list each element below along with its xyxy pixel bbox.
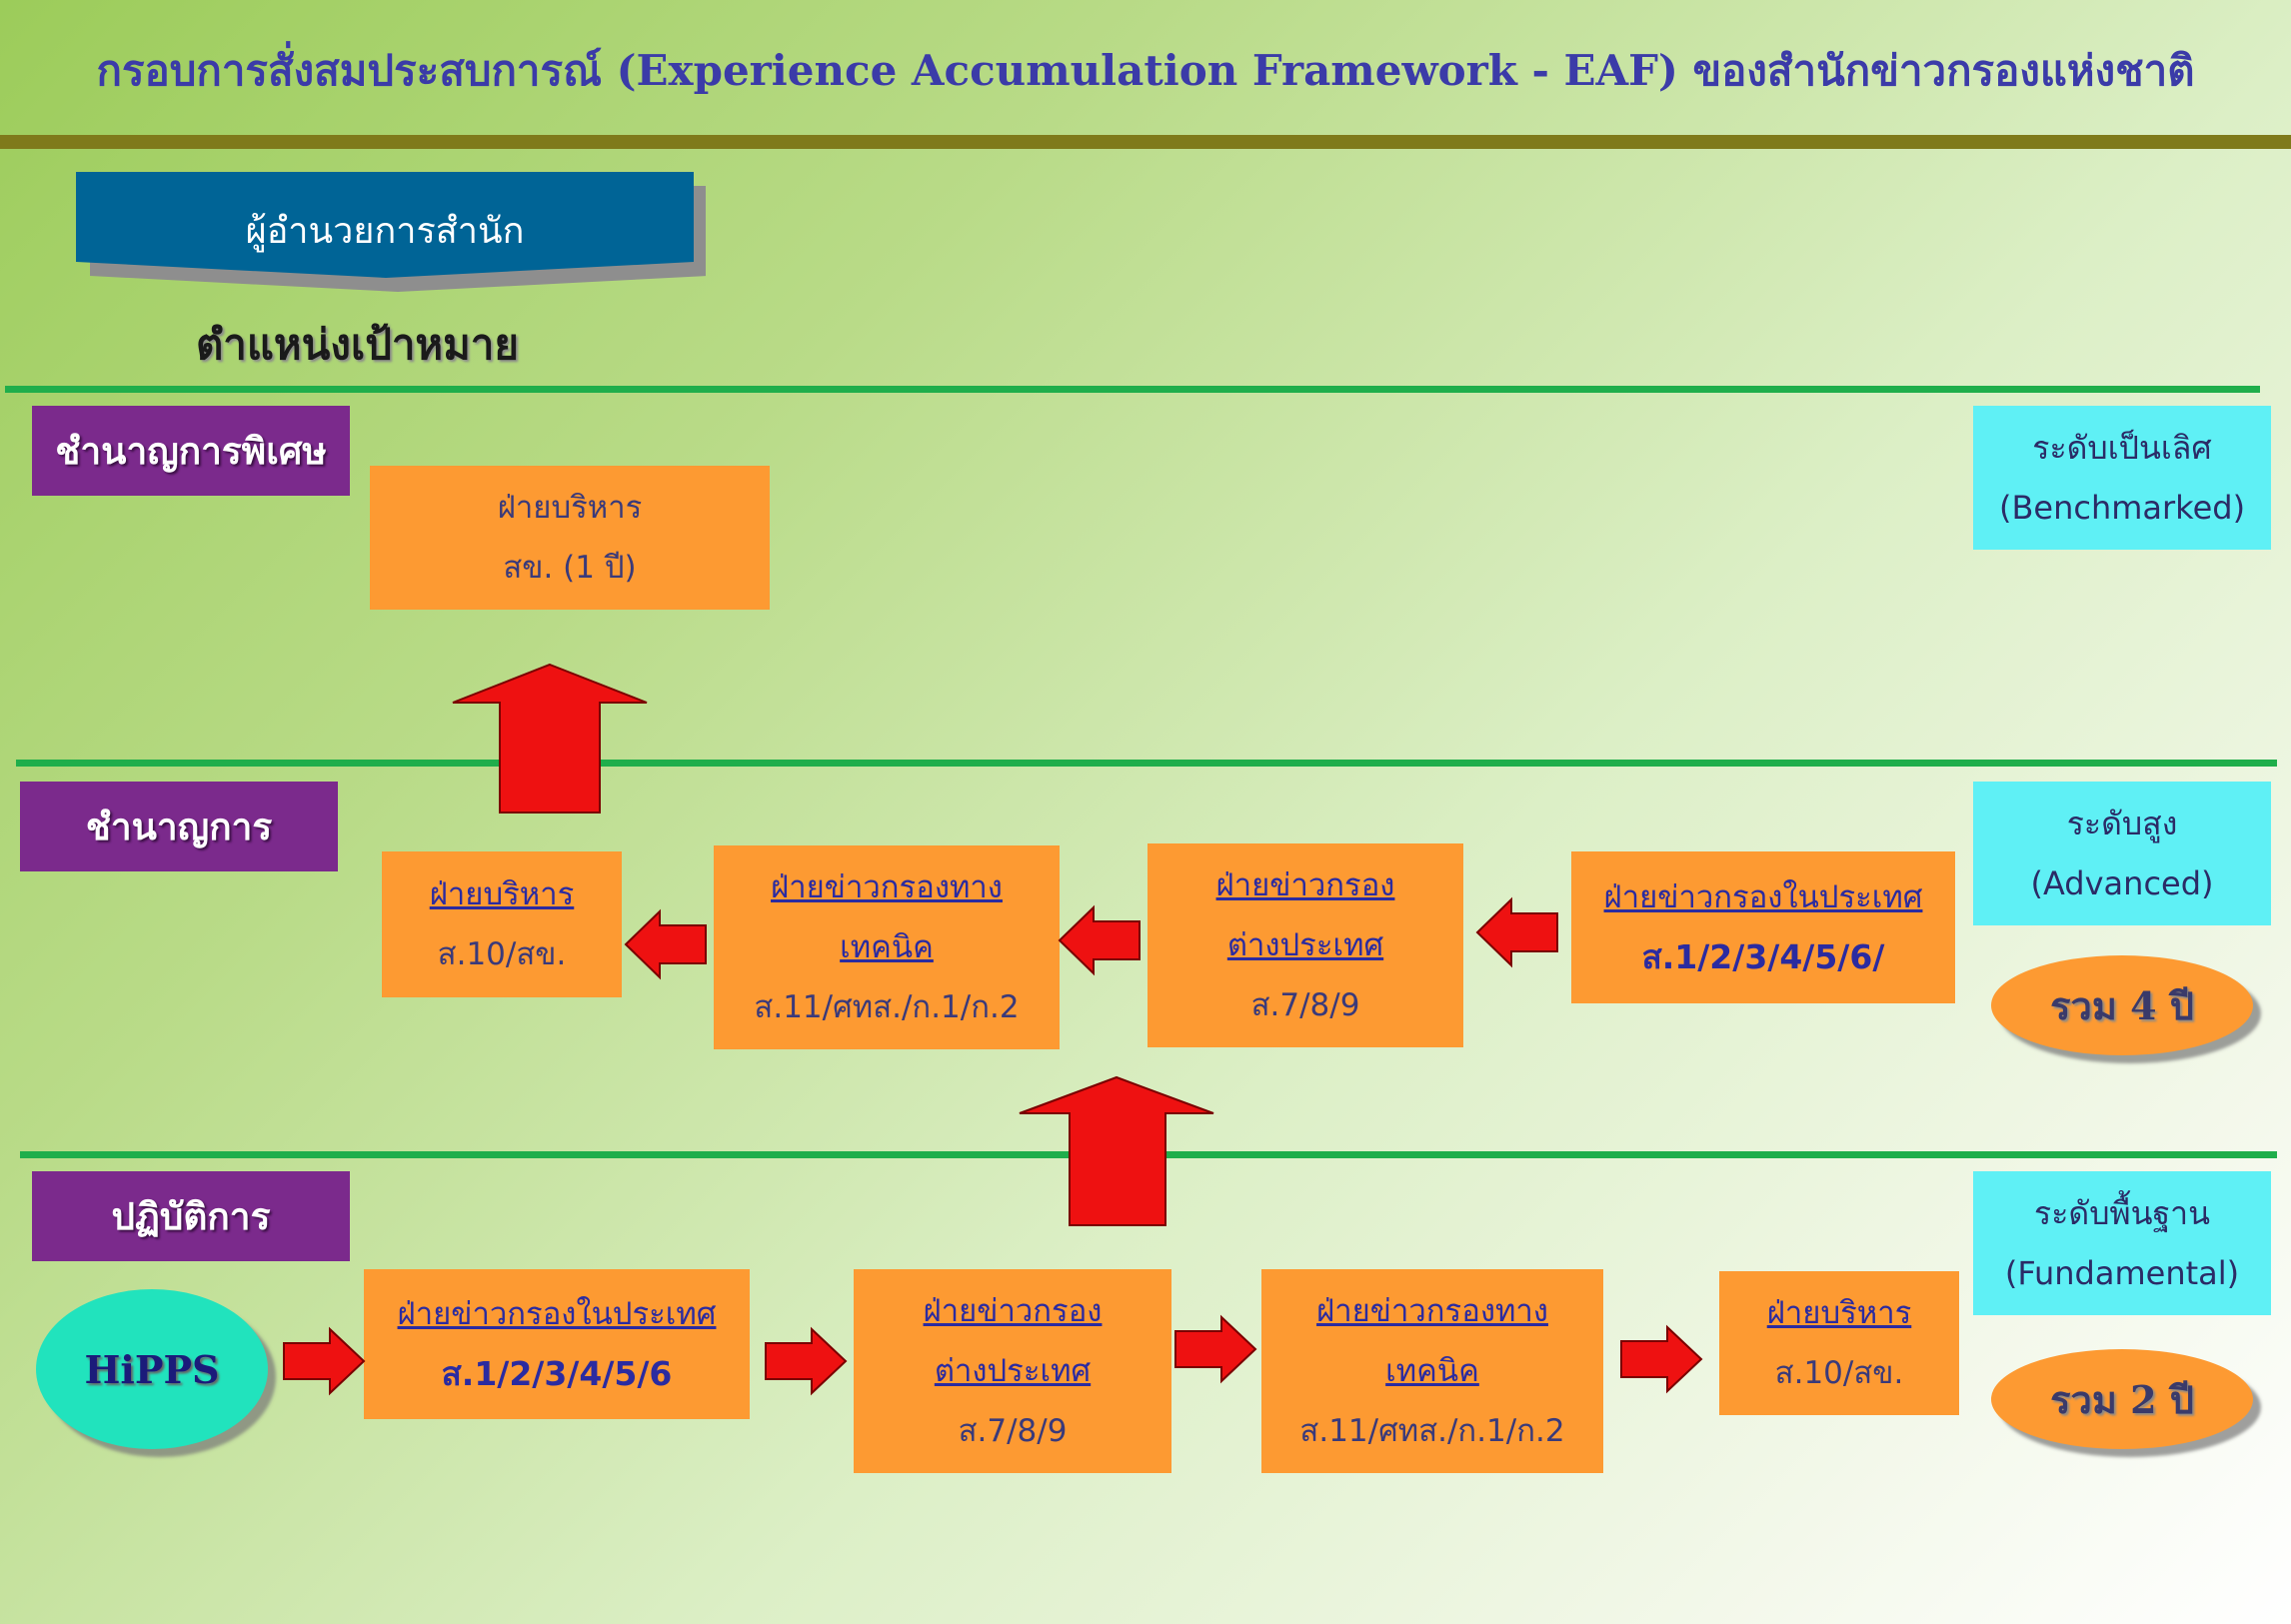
unit-box-line2: เทคนิค bbox=[1385, 1353, 1479, 1389]
unit-box-admin-special: ฝ่ายบริหาร สข. (1 ปี) bbox=[370, 466, 770, 610]
director-banner: ผู้อำนวยการสำนัก bbox=[76, 172, 706, 292]
unit-box-domestic-pro: ฝ่ายข่าวกรองในประเทศ ส.1/2/3/4/5/6/ bbox=[1571, 851, 1955, 1003]
unit-box-line2: ส.1/2/3/4/5/6 bbox=[441, 1354, 673, 1393]
hipps-start: HiPPS bbox=[36, 1289, 268, 1449]
unit-box-line2: เทคนิค bbox=[840, 929, 934, 965]
hipps-label: HiPPS bbox=[84, 1346, 220, 1392]
right-arrow-prac-3 bbox=[1174, 1314, 1257, 1384]
unit-box-line1: ฝ่ายข่าวกรองทาง bbox=[1316, 1293, 1548, 1329]
unit-box-line1: ฝ่ายข่าวกรองในประเทศ bbox=[1603, 879, 1923, 915]
tier-advanced-line1: ระดับสูง bbox=[2066, 805, 2178, 842]
total-2-years-label: รวม 2 ปี bbox=[2050, 1376, 2194, 1422]
unit-box-line3: ส.7/8/9 bbox=[1250, 987, 1360, 1023]
unit-box-technical-prac: ฝ่ายข่าวกรองทาง เทคนิค ส.11/ศทส./ก.1/ก.2 bbox=[1261, 1269, 1603, 1473]
level-practitioner: ปฏิบัติการ bbox=[32, 1171, 350, 1261]
left-arrow-pro-2 bbox=[1058, 904, 1141, 976]
unit-box-line3: ส.7/8/9 bbox=[958, 1413, 1068, 1449]
unit-box-line1: ฝ่ายข่าวกรอง bbox=[923, 1293, 1103, 1329]
unit-box-domestic-prac: ฝ่ายข่าวกรองในประเทศ ส.1/2/3/4/5/6 bbox=[364, 1269, 750, 1419]
level-professional-label: ชำนาญการ bbox=[85, 805, 273, 848]
unit-box-line2: ส.10/สข. bbox=[1774, 1355, 1904, 1391]
title-underline bbox=[0, 135, 2291, 149]
unit-box-line2: สข. (1 ปี) bbox=[503, 550, 637, 586]
divider-top bbox=[5, 386, 2260, 393]
unit-box-line2: ส.10/สข. bbox=[437, 936, 567, 972]
director-banner-shape bbox=[76, 172, 706, 292]
tier-benchmarked: ระดับเป็นเลิศ (Benchmarked) bbox=[1973, 406, 2271, 550]
tier-fundamental-line2: (Fundamental) bbox=[2004, 1254, 2240, 1292]
tier-benchmarked-line2: (Benchmarked) bbox=[1998, 489, 2246, 527]
unit-box-line2: ต่างประเทศ bbox=[934, 1353, 1092, 1389]
tier-fundamental-line1: ระดับพื้นฐาน bbox=[2034, 1194, 2210, 1232]
total-4-years: รวม 4 ปี bbox=[1991, 955, 2253, 1055]
unit-box-line1: ฝ่ายบริหาร bbox=[429, 876, 575, 912]
level-practitioner-label: ปฏิบัติการ bbox=[111, 1194, 271, 1238]
unit-box-line2: ส.1/2/3/4/5/6/ bbox=[1641, 937, 1885, 976]
unit-box-foreign-pro: ฝ่ายข่าวกรอง ต่างประเทศ ส.7/8/9 bbox=[1147, 843, 1463, 1047]
right-arrow-prac-4 bbox=[1620, 1324, 1703, 1394]
unit-box-line1: ฝ่ายข่าวกรอง bbox=[1215, 867, 1395, 903]
target-position-label: ตำแหน่งเป้าหมาย bbox=[196, 320, 519, 369]
left-arrow-pro-1 bbox=[624, 908, 707, 980]
up-arrow-to-professional bbox=[1019, 1075, 1214, 1226]
director-label: ผู้อำนวยการสำนัก bbox=[245, 211, 525, 252]
divider-middle bbox=[16, 760, 2277, 767]
level-professional: ชำนาญการ bbox=[20, 782, 338, 871]
page-title: กรอบการสั่งสมประสบการณ์ (Experience Accu… bbox=[96, 46, 2195, 95]
total-4-years-label: รวม 4 ปี bbox=[2050, 982, 2194, 1028]
unit-box-line1: ฝ่ายบริหาร bbox=[497, 490, 643, 526]
level-special-expert: ชำนาญการพิเศษ bbox=[32, 406, 350, 496]
level-special-label: ชำนาญการพิเศษ bbox=[55, 429, 327, 473]
unit-box-line1: ฝ่ายบริหาร bbox=[1766, 1295, 1912, 1331]
unit-box-line3: ส.11/ศทส./ก.1/ก.2 bbox=[1299, 1413, 1565, 1449]
up-arrow-to-special bbox=[452, 663, 648, 813]
unit-box-line3: ส.11/ศทส./ก.1/ก.2 bbox=[754, 989, 1020, 1025]
unit-box-line1: ฝ่ายข่าวกรองทาง bbox=[771, 869, 1003, 905]
right-arrow-prac-1 bbox=[283, 1326, 366, 1396]
tier-benchmarked-line1: ระดับเป็นเลิศ bbox=[2032, 429, 2212, 467]
left-arrow-pro-3 bbox=[1475, 896, 1558, 968]
unit-box-line1: ฝ่ายข่าวกรองในประเทศ bbox=[397, 1296, 717, 1332]
unit-box-foreign-prac: ฝ่ายข่าวกรอง ต่างประเทศ ส.7/8/9 bbox=[854, 1269, 1171, 1473]
tier-advanced-line2: (Advanced) bbox=[2030, 864, 2214, 902]
unit-box-line2: ต่างประเทศ bbox=[1226, 927, 1384, 963]
unit-box-technical-pro: ฝ่ายข่าวกรองทาง เทคนิค ส.11/ศทส./ก.1/ก.2 bbox=[714, 845, 1060, 1049]
tier-fundamental: ระดับพื้นฐาน (Fundamental) bbox=[1973, 1171, 2271, 1315]
unit-box-admin-prac: ฝ่ายบริหาร ส.10/สข. bbox=[1719, 1271, 1959, 1415]
right-arrow-prac-2 bbox=[765, 1326, 848, 1396]
unit-box-admin-pro: ฝ่ายบริหาร ส.10/สข. bbox=[382, 851, 622, 997]
total-2-years: รวม 2 ปี bbox=[1991, 1349, 2253, 1449]
tier-advanced: ระดับสูง (Advanced) bbox=[1973, 782, 2271, 925]
